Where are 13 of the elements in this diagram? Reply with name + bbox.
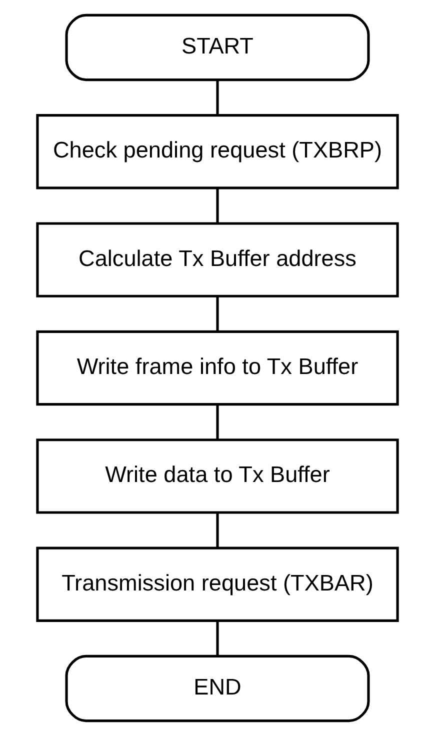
node-box: START xyxy=(64,14,370,82)
node-box: Check pending request (TXBRP) xyxy=(36,114,398,190)
node-box: Transmission request (TXBAR) xyxy=(36,546,398,622)
connector xyxy=(216,404,218,440)
node-box: Write frame info to Tx Buffer xyxy=(36,330,398,406)
connector xyxy=(216,296,218,332)
connector xyxy=(216,80,218,116)
connector xyxy=(216,512,218,548)
node-box: Calculate Tx Buffer address xyxy=(36,222,398,298)
connector xyxy=(216,188,218,224)
node-box: END xyxy=(64,654,370,722)
connector xyxy=(216,620,218,656)
node-box: Write data to Tx Buffer xyxy=(36,438,398,514)
